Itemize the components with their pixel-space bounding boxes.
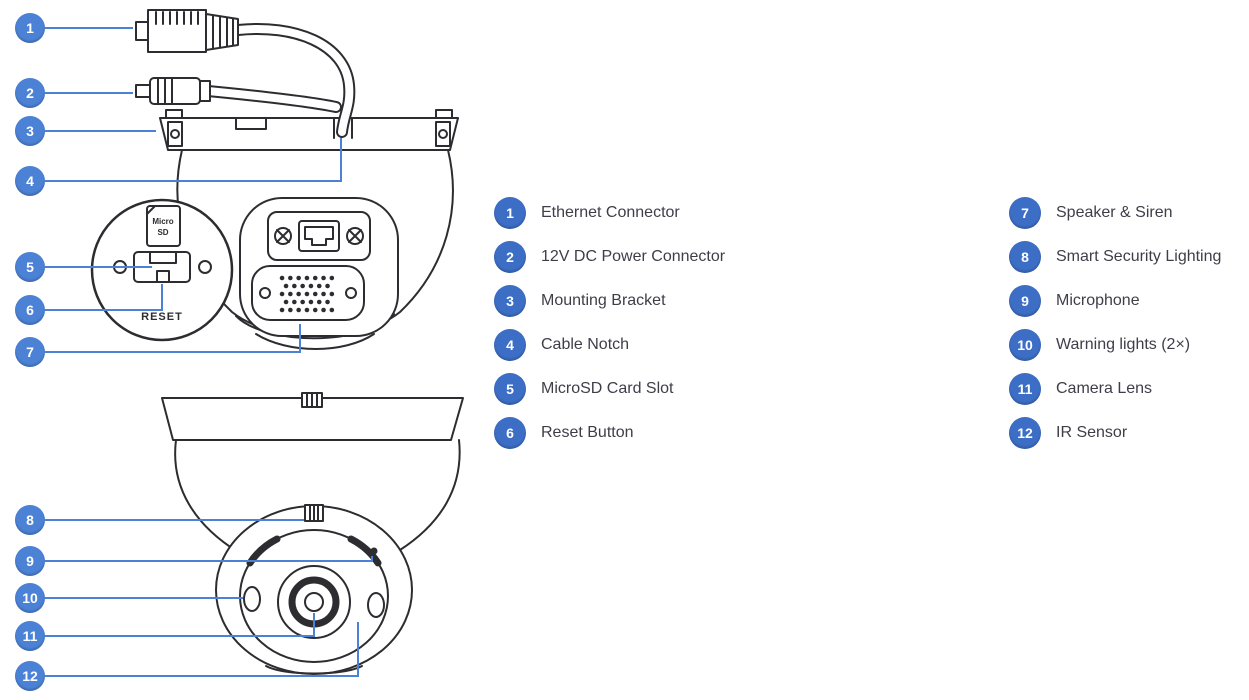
legend-label: IR Sensor (1056, 424, 1128, 441)
callout-badge-1: 1 (15, 13, 45, 43)
callout-badge-8: 8 (15, 505, 45, 535)
legend-number-badge: 3 (494, 285, 526, 317)
legend-number-badge: 10 (1009, 329, 1041, 361)
callout-badge-12: 12 (15, 661, 45, 691)
legend-number-badge: 9 (1009, 285, 1041, 317)
camera-top-view-drawing: Micro SD RESET (90, 9, 459, 350)
camera-bottom-view-drawing (161, 392, 464, 675)
legend-column-1: 1 Ethernet Connector 2 12V DC Power Conn… (494, 197, 725, 449)
leader-lines (45, 27, 373, 677)
callout-badge-2: 2 (15, 78, 45, 108)
leader-line-12 (45, 622, 359, 677)
legend-item-camera-lens: 11 Camera Lens (1009, 373, 1221, 405)
legend-item-warning-lights: 10 Warning lights (2×) (1009, 329, 1221, 361)
legend-label: Reset Button (541, 424, 634, 441)
legend-column-2: 7 Speaker & Siren 8 Smart Security Light… (1009, 197, 1221, 449)
legend-number-badge: 11 (1009, 373, 1041, 405)
callout-badge-5: 5 (15, 252, 45, 282)
legend-number-badge: 4 (494, 329, 526, 361)
microphone-drawing (370, 547, 378, 555)
leader-line-6 (45, 284, 163, 311)
legend-label: Cable Notch (541, 336, 630, 353)
legend-item-ethernet-connector: 1 Ethernet Connector (494, 197, 725, 229)
leader-line-7 (45, 324, 301, 353)
leader-line-4 (45, 138, 342, 182)
callout-badge-4: 4 (15, 166, 45, 196)
legend-item-smart-security-lighting: 8 Smart Security Lighting (1009, 241, 1221, 273)
cable-notch-drawing (333, 117, 353, 139)
cables-drawing (202, 23, 356, 138)
legend-label: Microphone (1056, 292, 1140, 309)
legend-number-badge: 8 (1009, 241, 1041, 273)
legend-item-mounting-bracket: 3 Mounting Bracket (494, 285, 725, 317)
legend-label: Mounting Bracket (541, 292, 666, 309)
microsd-card-label: Micro (152, 217, 173, 226)
legend-item-reset-button: 6 Reset Button (494, 417, 725, 449)
legend-label: 12V DC Power Connector (541, 248, 726, 265)
legend-label: Camera Lens (1056, 380, 1153, 397)
leader-line-11 (45, 613, 315, 637)
legend-number-badge: 12 (1009, 417, 1041, 449)
legend-label: Ethernet Connector (541, 204, 680, 221)
microsd-card-label-2: SD (157, 228, 168, 237)
ethernet-connector-drawing (135, 9, 239, 53)
legend-item-microphone: 9 Microphone (1009, 285, 1221, 317)
warning-light-left-drawing (243, 586, 261, 612)
callout-badge-10: 10 (15, 583, 45, 613)
legend-label: Speaker & Siren (1056, 204, 1173, 221)
callout-badge-9: 9 (15, 546, 45, 576)
legend-number-badge: 5 (494, 373, 526, 405)
mounting-bracket-drawing (159, 109, 459, 151)
legend-label: MicroSD Card Slot (541, 380, 674, 397)
legend-label: Smart Security Lighting (1056, 248, 1222, 265)
callout-badge-3: 3 (15, 116, 45, 146)
callout-badge-7: 7 (15, 337, 45, 367)
speaker-grille-drawing (251, 265, 365, 321)
warning-light-right-drawing (367, 592, 385, 618)
legend-number-badge: 1 (494, 197, 526, 229)
microsd-inset-drawing: Micro SD RESET (90, 198, 234, 342)
legend-item-speaker-siren: 7 Speaker & Siren (1009, 197, 1221, 229)
callout-badge-11: 11 (15, 621, 45, 651)
legend-label: Warning lights (2×) (1056, 336, 1191, 353)
legend-item-microsd-card-slot: 5 MicroSD Card Slot (494, 373, 725, 405)
legend-item-cable-notch: 4 Cable Notch (494, 329, 725, 361)
legend-number-badge: 2 (494, 241, 526, 273)
camera-lens-drawing (277, 565, 351, 639)
legend-number-badge: 6 (494, 417, 526, 449)
callout-badge-6: 6 (15, 295, 45, 325)
legend-number-badge: 7 (1009, 197, 1041, 229)
legend-item-ir-sensor: 12 IR Sensor (1009, 417, 1221, 449)
reset-label: RESET (141, 311, 183, 323)
front-port-plate (267, 211, 371, 261)
leader-line-9 (45, 556, 373, 562)
legend-item-dc-power-connector: 2 12V DC Power Connector (494, 241, 725, 273)
dc-power-connector-drawing (135, 77, 211, 105)
